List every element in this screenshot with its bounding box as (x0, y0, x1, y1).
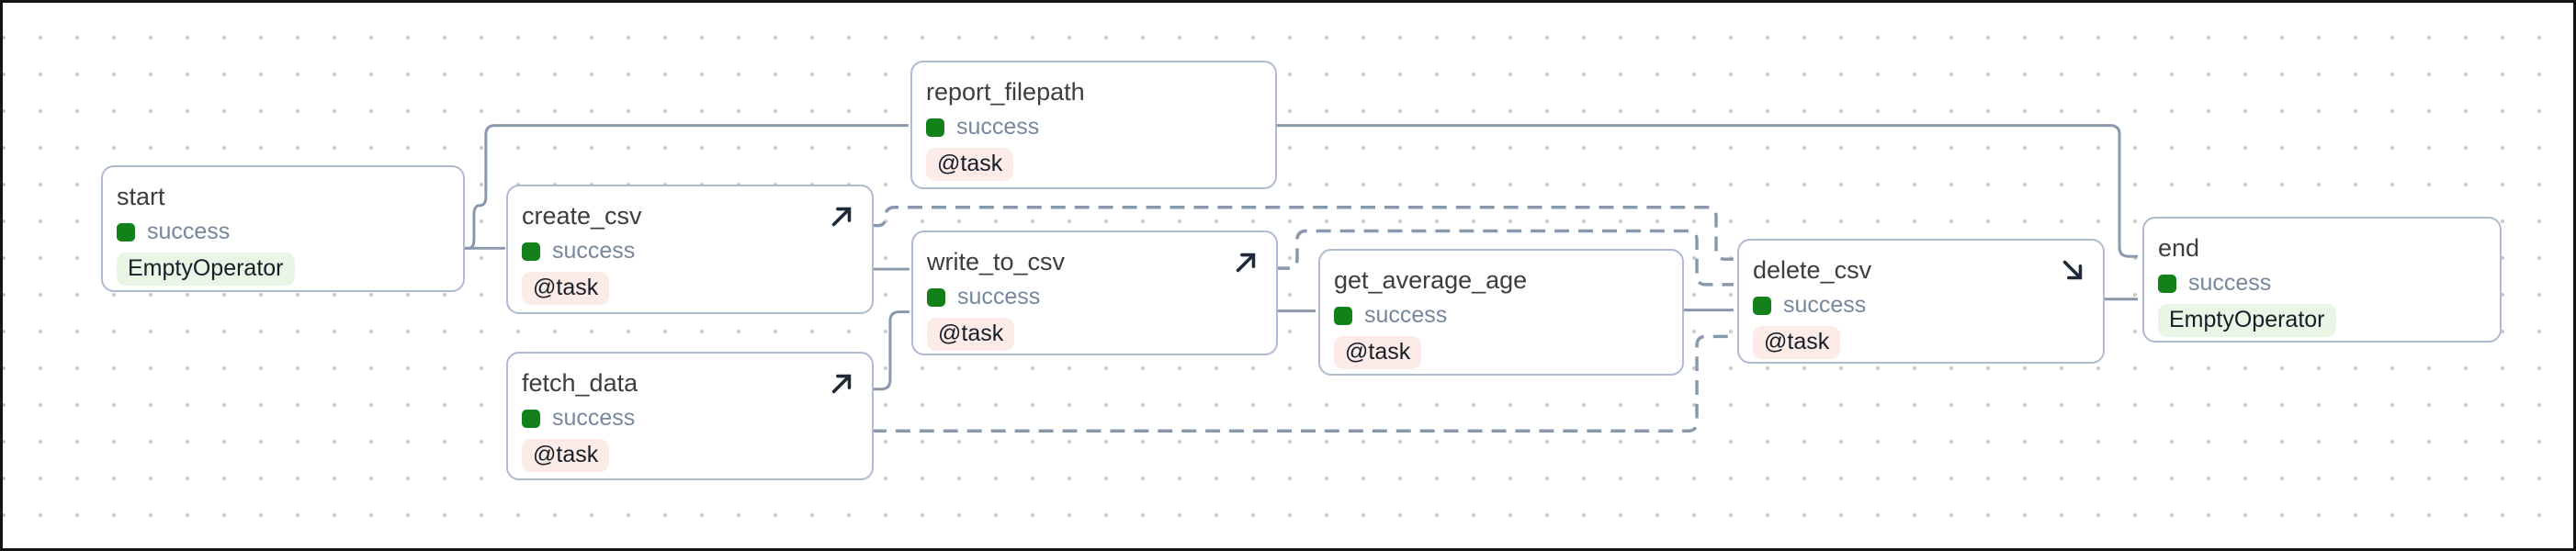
edge-report_filepath-to-end (1274, 124, 2139, 258)
status-label: success (1783, 292, 1867, 319)
task-title: get_average_age (1334, 266, 1528, 294)
status-label: success (2188, 270, 2272, 297)
status-label: success (552, 238, 636, 264)
success-status-icon (1753, 296, 1771, 315)
task-status-row: success (522, 238, 855, 264)
task-status-row: success (1334, 302, 1666, 329)
task-status-row: success (522, 405, 855, 432)
status-label: success (552, 405, 636, 432)
operator-badge: @task (927, 318, 1015, 352)
status-label: success (957, 284, 1041, 310)
success-status-icon (522, 409, 540, 428)
success-status-icon (1334, 306, 1352, 325)
success-status-icon (926, 118, 944, 137)
success-status-icon (927, 287, 945, 307)
edge-create_csv-to-delete_csv (871, 206, 1734, 261)
operator-badge: EmptyOperator (2158, 304, 2336, 338)
edge-fetch_data-to-delete_csv (871, 334, 1734, 433)
setup-indicator-arrow-up-right-icon (1231, 247, 1261, 277)
edge-layer (463, 124, 2139, 433)
edge-start-to-report_filepath (463, 124, 909, 250)
edge-fetch_data-to-write_to_csv (871, 310, 910, 391)
task-title: write_to_csv (927, 248, 1066, 276)
status-label: success (147, 219, 231, 245)
task-title: create_csv (522, 202, 642, 230)
success-status-icon (2158, 274, 2176, 293)
teardown-indicator-arrow-down-right-icon (2058, 255, 2088, 286)
task-title: report_filepath (926, 78, 1085, 106)
operator-badge: EmptyOperator (117, 253, 295, 287)
operator-badge: @task (1334, 336, 1422, 370)
task-title: fetch_data (522, 369, 638, 397)
operator-badge: @task (1753, 326, 1841, 360)
task-status-row: success (2158, 270, 2483, 297)
edge-write_to_csv-to-delete_csv (1275, 229, 1734, 287)
success-status-icon (117, 222, 135, 242)
task-status-row: success (1753, 292, 2086, 319)
task-title: end (2158, 234, 2200, 262)
operator-badge: @task (926, 148, 1014, 182)
task-title: delete_csv (1753, 256, 1872, 284)
task-status-row: success (927, 284, 1260, 310)
status-label: success (1364, 302, 1448, 329)
status-label: success (956, 114, 1040, 141)
task-status-row: success (926, 114, 1259, 141)
task-status-row: success (117, 219, 446, 245)
operator-badge: @task (522, 272, 610, 306)
success-status-icon (522, 242, 540, 261)
setup-indicator-arrow-up-right-icon (827, 201, 857, 231)
task-title: start (117, 183, 165, 210)
setup-indicator-arrow-up-right-icon (827, 368, 857, 399)
operator-badge: @task (522, 439, 610, 473)
